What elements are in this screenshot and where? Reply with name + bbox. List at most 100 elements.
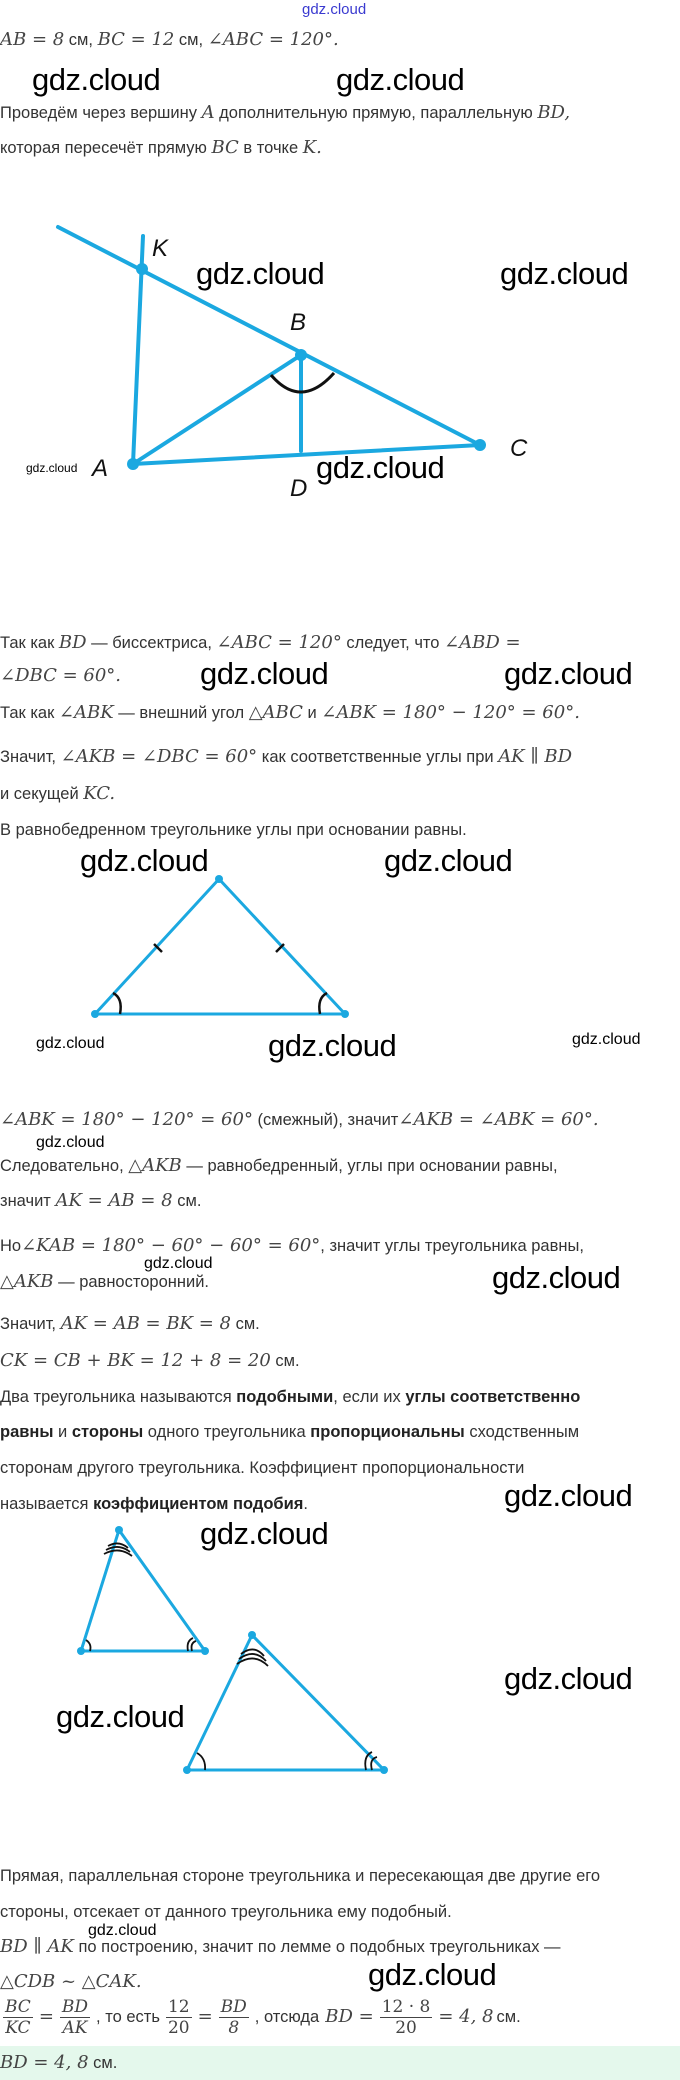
- answer-unit: см.: [88, 2054, 118, 2072]
- denominator: 8: [228, 2017, 240, 2038]
- text-line: и секущей KC.: [0, 783, 115, 805]
- math-expression: △AKB: [0, 1271, 54, 1292]
- unit: см.: [496, 2008, 521, 2026]
- text-segment: Два треугольника называются: [0, 1388, 237, 1406]
- math-expression: ∠KAB = 180° − 60° − 60° = 60°: [21, 1235, 321, 1256]
- numerator: 12 · 8: [379, 1996, 433, 2018]
- text-segment: Так как: [0, 634, 59, 652]
- text-segment: .: [303, 1495, 308, 1513]
- watermark: gdz.cloud: [268, 1028, 397, 1063]
- text-line: значит AK = AB = 8 см.: [0, 1190, 201, 1212]
- equals: =: [38, 2006, 54, 2027]
- text-segment: — биссектриса,: [86, 634, 217, 652]
- text-segment: по построению, значит по лемме о подобны…: [73, 1938, 561, 1956]
- text-segment: Значит,: [0, 1315, 61, 1333]
- diagram-isosceles: [91, 875, 349, 1018]
- text-segment: Значит,: [0, 748, 61, 766]
- definition-line: равны и стороны одного треугольника проп…: [0, 1421, 579, 1443]
- bold-term: пропорциональны: [310, 1423, 465, 1441]
- lemma-line: Прямая, параллельная стороне треугольник…: [0, 1865, 600, 1887]
- watermark: gdz.cloud: [200, 1516, 329, 1551]
- math-expression: △AKB: [128, 1155, 182, 1176]
- math-expression: KC.: [83, 783, 116, 804]
- numerator: BD: [218, 1996, 249, 2018]
- text-segment: значит: [0, 1192, 56, 1210]
- watermark: gdz.cloud: [88, 1922, 157, 1939]
- label-a: A: [90, 455, 108, 482]
- answer-expression: BD = 4, 8: [0, 2052, 89, 2073]
- denominator: KC: [5, 2017, 31, 2038]
- answer-box: BD = 4, 8 см.: [0, 2046, 680, 2080]
- text-segment: см,: [174, 31, 208, 49]
- construction-line-1: Проведём через вершину A дополнительную …: [0, 102, 570, 124]
- text-segment: следует, что: [341, 634, 445, 652]
- text-segment: и: [53, 1423, 72, 1441]
- diagram-main: K B C A D: [56, 225, 528, 502]
- label-d: D: [290, 475, 307, 502]
- construction-line-2: которая пересечёт прямую BC в точке K.: [0, 137, 322, 159]
- text-segment: см,: [64, 31, 98, 49]
- watermark: gdz.cloud: [504, 1478, 633, 1513]
- math-expression: K.: [302, 137, 322, 158]
- math-expression: ∠AKB = ∠DBC = 60°: [60, 746, 258, 767]
- text-segment: , если их: [333, 1388, 406, 1406]
- text-line: Так как BD — биссектриса, ∠ABC = 120° сл…: [0, 632, 521, 654]
- watermark: gdz.cloud: [500, 256, 629, 291]
- math-expression: ∠ABK: [58, 702, 114, 723]
- text-line: Значит, AK = AB = BK = 8 см.: [0, 1313, 260, 1335]
- equals: =: [197, 2006, 213, 2027]
- text-segment: — внешний угол: [113, 704, 249, 722]
- math-expression: ∠AKB = ∠ABK = 60°.: [398, 1109, 599, 1130]
- watermark: gdz.cloud: [36, 1035, 105, 1052]
- watermark: gdz.cloud: [492, 1260, 621, 1295]
- text-segment: одного треугольника: [143, 1423, 311, 1441]
- math-expression: ∠ABC = 120°.: [207, 29, 339, 50]
- result-value: = 4, 8: [438, 2006, 494, 2027]
- text-segment: называется: [0, 1495, 94, 1513]
- watermark: gdz.cloud: [336, 62, 465, 97]
- text-line: Так как ∠ABK — внешний угол △ABC и ∠ABK …: [0, 702, 580, 724]
- text-segment: сходственным: [464, 1423, 580, 1441]
- watermark: gdz.cloud: [200, 656, 329, 691]
- text-line: В равнобедренном треугольнике углы при о…: [0, 819, 467, 841]
- denominator: 20: [395, 2017, 417, 2038]
- watermark: gdz.cloud: [32, 62, 161, 97]
- bold-term: равны: [0, 1423, 54, 1441]
- text-segment: см.: [172, 1192, 202, 1210]
- bold-term: стороны: [71, 1423, 144, 1441]
- math-expression: ∠ABK = 180° − 120° = 60°: [0, 1109, 253, 1130]
- connector-text: , то есть: [96, 2008, 160, 2026]
- definition-line: Два треугольника называются подобными, е…: [0, 1386, 580, 1408]
- math-expression: BD ∥ AK: [0, 1936, 74, 1957]
- text-line: △CDB ~ △CAK.: [0, 1971, 142, 1993]
- text-line: ∠DBC = 60°.: [0, 665, 121, 687]
- label-b: B: [290, 309, 306, 336]
- math-expression: △ABC: [248, 702, 303, 723]
- definition-line: сторонам другого треугольника. Коэффицие…: [0, 1457, 524, 1479]
- text-line: BD ∥ AK по построению, значит по лемме о…: [0, 1936, 561, 1958]
- text-segment: см.: [270, 1352, 300, 1370]
- watermark: gdz.cloud: [26, 461, 78, 475]
- text-segment: Прямая, параллельная стороне треугольник…: [0, 1867, 601, 1885]
- numerator: 12: [165, 1996, 192, 2018]
- watermark: gdz.cloud: [144, 1255, 213, 1272]
- math-expression: CK = CB + BK = 12 + 8 = 20: [0, 1350, 271, 1371]
- site-logo[interactable]: gdz.cloud: [302, 1, 367, 18]
- text-segment: Проведём через вершину: [0, 104, 202, 122]
- label-c: C: [510, 435, 528, 462]
- text-segment: сторонам другого треугольника. Коэффицие…: [0, 1459, 525, 1477]
- text-segment: Так как: [0, 704, 59, 722]
- connector-text: , отсюда: [254, 2008, 320, 2026]
- text-segment: в точке: [238, 139, 303, 157]
- watermark: gdz.cloud: [36, 1134, 105, 1151]
- text-segment: дополнительную прямую, параллельную: [214, 104, 538, 122]
- watermark: gdz.cloud: [572, 1031, 641, 1048]
- math-expression: △CDB ~ △CAK.: [0, 1971, 142, 1992]
- math-expression: BC = 12: [97, 29, 175, 50]
- text-line: Но∠KAB = 180° − 60° − 60° = 60°, значит …: [0, 1235, 584, 1257]
- math-expression: A: [201, 102, 215, 123]
- denominator: AK: [62, 2017, 88, 2038]
